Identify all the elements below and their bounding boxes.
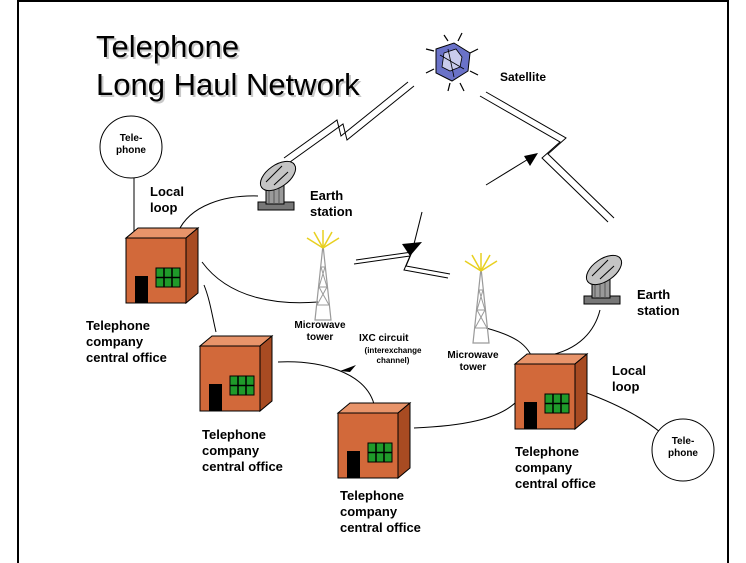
local-loop-line-right <box>583 391 661 433</box>
telephone-top-circle <box>99 115 163 179</box>
central-office-3-label-line-2: company <box>340 504 398 519</box>
local-loop-left-label: Local loop <box>150 184 184 216</box>
satellite-icon <box>425 32 479 92</box>
slide-border-left <box>17 0 19 563</box>
satellite-link-left-2 <box>289 85 415 163</box>
transmission-paths <box>283 81 615 279</box>
microwave-tower-right-label-line-2: tower <box>459 362 487 373</box>
earth-station-left-dish <box>254 155 302 211</box>
satellite-link-right <box>479 95 609 223</box>
local-loop-right-label-line-2: loop <box>612 379 640 394</box>
earth-station-left-label-line-1: Earth <box>310 188 344 203</box>
earth-station-right-label-line-2: station <box>637 303 680 318</box>
page-title: Telephone Long Haul Network <box>96 28 360 104</box>
ixc-sub-label-line-1: (interexchange <box>364 346 422 355</box>
local-loop-right-label: Local loop <box>612 363 646 395</box>
ixc-circuit-label: IXC circuit <box>359 333 409 344</box>
central-office-2 <box>199 335 273 412</box>
satellite-label: Satellite <box>500 70 547 84</box>
central-office-2-label-line-2: company <box>202 443 260 458</box>
earth-station-left-label-line-2: station <box>310 204 353 219</box>
microwave-tower-left-label-line-2: tower <box>306 332 334 343</box>
line-office1-earthstation <box>177 195 259 233</box>
telephone-bottom-label: Tele- phone <box>658 436 708 460</box>
central-office-1-label-line-2: company <box>86 334 144 349</box>
telephone-bottom-label-line-2: phone <box>668 448 698 459</box>
satellite-link-left <box>283 81 409 159</box>
central-office-4-label-line-1: Telephone <box>515 444 580 459</box>
earth-station-right-label-line-1: Earth <box>637 287 671 302</box>
local-loop-left-label-line-1: Local <box>150 184 184 199</box>
telephone-bottom-label-line-1: Tele- <box>671 436 695 447</box>
telephone-top-label: Tele- phone <box>106 133 156 157</box>
microwave-tower-left-label-line-1: Microwave <box>294 320 346 331</box>
central-office-4-label-line-2: company <box>515 460 573 475</box>
central-office-3-label: Telephone company central office <box>340 488 421 536</box>
microwave-tower-right <box>472 267 490 344</box>
central-office-4 <box>514 353 588 430</box>
slide-border-top <box>17 0 729 2</box>
arrow-head-microwave <box>402 242 422 256</box>
microwave-link <box>353 255 449 279</box>
central-office-2-label-line-1: Telephone <box>202 427 267 442</box>
microwave-tower-right-label: Microwave tower <box>441 350 505 374</box>
ixc-sub-label: (interexchange channel) <box>360 346 426 366</box>
central-office-1-label-line-1: Telephone <box>86 318 151 333</box>
central-office-2-label-line-3: central office <box>202 459 283 474</box>
earth-station-left-label: Earth station <box>310 188 353 220</box>
central-office-4-label: Telephone company central office <box>515 444 596 492</box>
central-office-3-label-line-1: Telephone <box>340 488 405 503</box>
line-office3-office4 <box>413 399 519 429</box>
telephone-top-label-line-1: Tele- <box>119 133 143 144</box>
central-office-4-label-line-3: central office <box>515 476 596 491</box>
line-office4-earthstation <box>545 309 601 357</box>
telephone-bottom-circle <box>651 418 715 482</box>
line-office2-office3 <box>277 361 375 405</box>
central-office-3-label-line-3: central office <box>340 520 421 535</box>
slide-border-right <box>727 0 729 563</box>
central-office-1 <box>125 227 199 304</box>
microwave-tower-left <box>314 244 332 321</box>
central-office-3 <box>337 402 411 479</box>
earth-station-right-label: Earth station <box>637 287 680 319</box>
central-office-2-label: Telephone company central office <box>202 427 283 475</box>
central-office-1-label: Telephone company central office <box>86 318 167 366</box>
arrow-head-ixc <box>340 365 356 372</box>
local-loop-left-label-line-2: loop <box>150 200 178 215</box>
microwave-link-2 <box>355 251 451 275</box>
ixc-sub-label-line-2: channel) <box>376 356 410 365</box>
title-line-2: Long Haul Network <box>96 67 360 102</box>
central-office-1-label-line-3: central office <box>86 350 167 365</box>
microwave-tower-right-rays <box>464 252 498 272</box>
earth-station-right-dish <box>580 249 628 305</box>
microwave-tower-left-label: Microwave tower <box>288 320 352 344</box>
telephone-top-label-line-2: phone <box>116 145 146 156</box>
microwave-tower-left-rays <box>306 229 340 249</box>
arrows <box>340 153 538 372</box>
title-line-1: Telephone <box>96 29 240 64</box>
line-office1-office2 <box>203 284 217 333</box>
satellite-link-right-2 <box>485 91 615 219</box>
line-office1-microwave <box>201 261 319 304</box>
microwave-tower-right-label-line-1: Microwave <box>447 350 499 361</box>
arrow-head-satellite <box>524 153 538 166</box>
local-loop-right-label-line-1: Local <box>612 363 646 378</box>
